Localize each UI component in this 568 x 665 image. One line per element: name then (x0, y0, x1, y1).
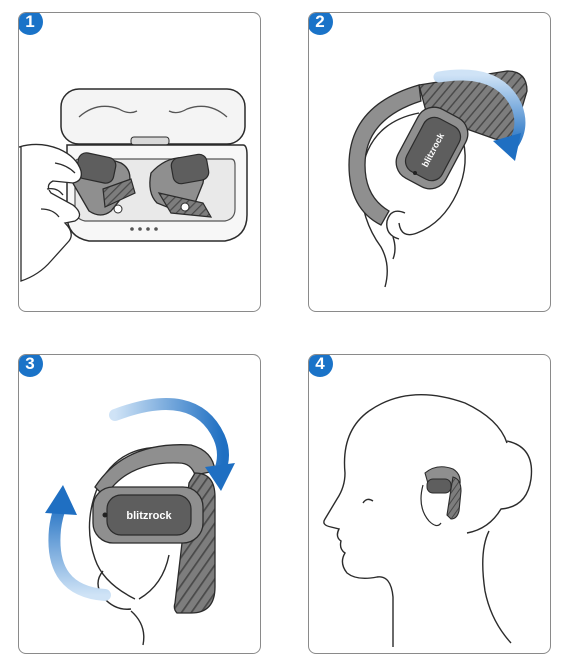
head-profile-icon (323, 394, 533, 647)
step-3-badge: 3 (19, 355, 43, 377)
step-1-badge: 1 (19, 13, 43, 35)
step-4-panel: 4 (308, 354, 551, 654)
step-4-badge: 4 (309, 355, 333, 377)
earbud-icon (424, 466, 462, 520)
step-1-panel: 1 (18, 12, 261, 312)
rotation-arrow-icon (45, 485, 111, 601)
rotation-arrow-icon (109, 398, 235, 491)
step-2-illustration: blitzrock (348, 69, 528, 288)
ear-icon (420, 484, 442, 527)
step-3-illustration: blitzrock (45, 398, 235, 646)
step-1-illustration (19, 88, 248, 282)
earbud-brand-logo: blitzrock (126, 510, 172, 522)
step-4-illustration (323, 394, 533, 647)
earbud-icon (149, 153, 213, 218)
earbud-icon (66, 152, 136, 216)
rotation-arrow-icon (433, 69, 526, 161)
hand-icon (19, 143, 82, 282)
earbud-icon: blitzrock (348, 70, 528, 226)
earbud-icon: blitzrock (92, 444, 216, 614)
step-3-panel: blitzrock 3 (18, 354, 261, 654)
step-2-panel: blitzrock 2 (308, 12, 551, 312)
step-2-badge: 2 (309, 13, 333, 35)
